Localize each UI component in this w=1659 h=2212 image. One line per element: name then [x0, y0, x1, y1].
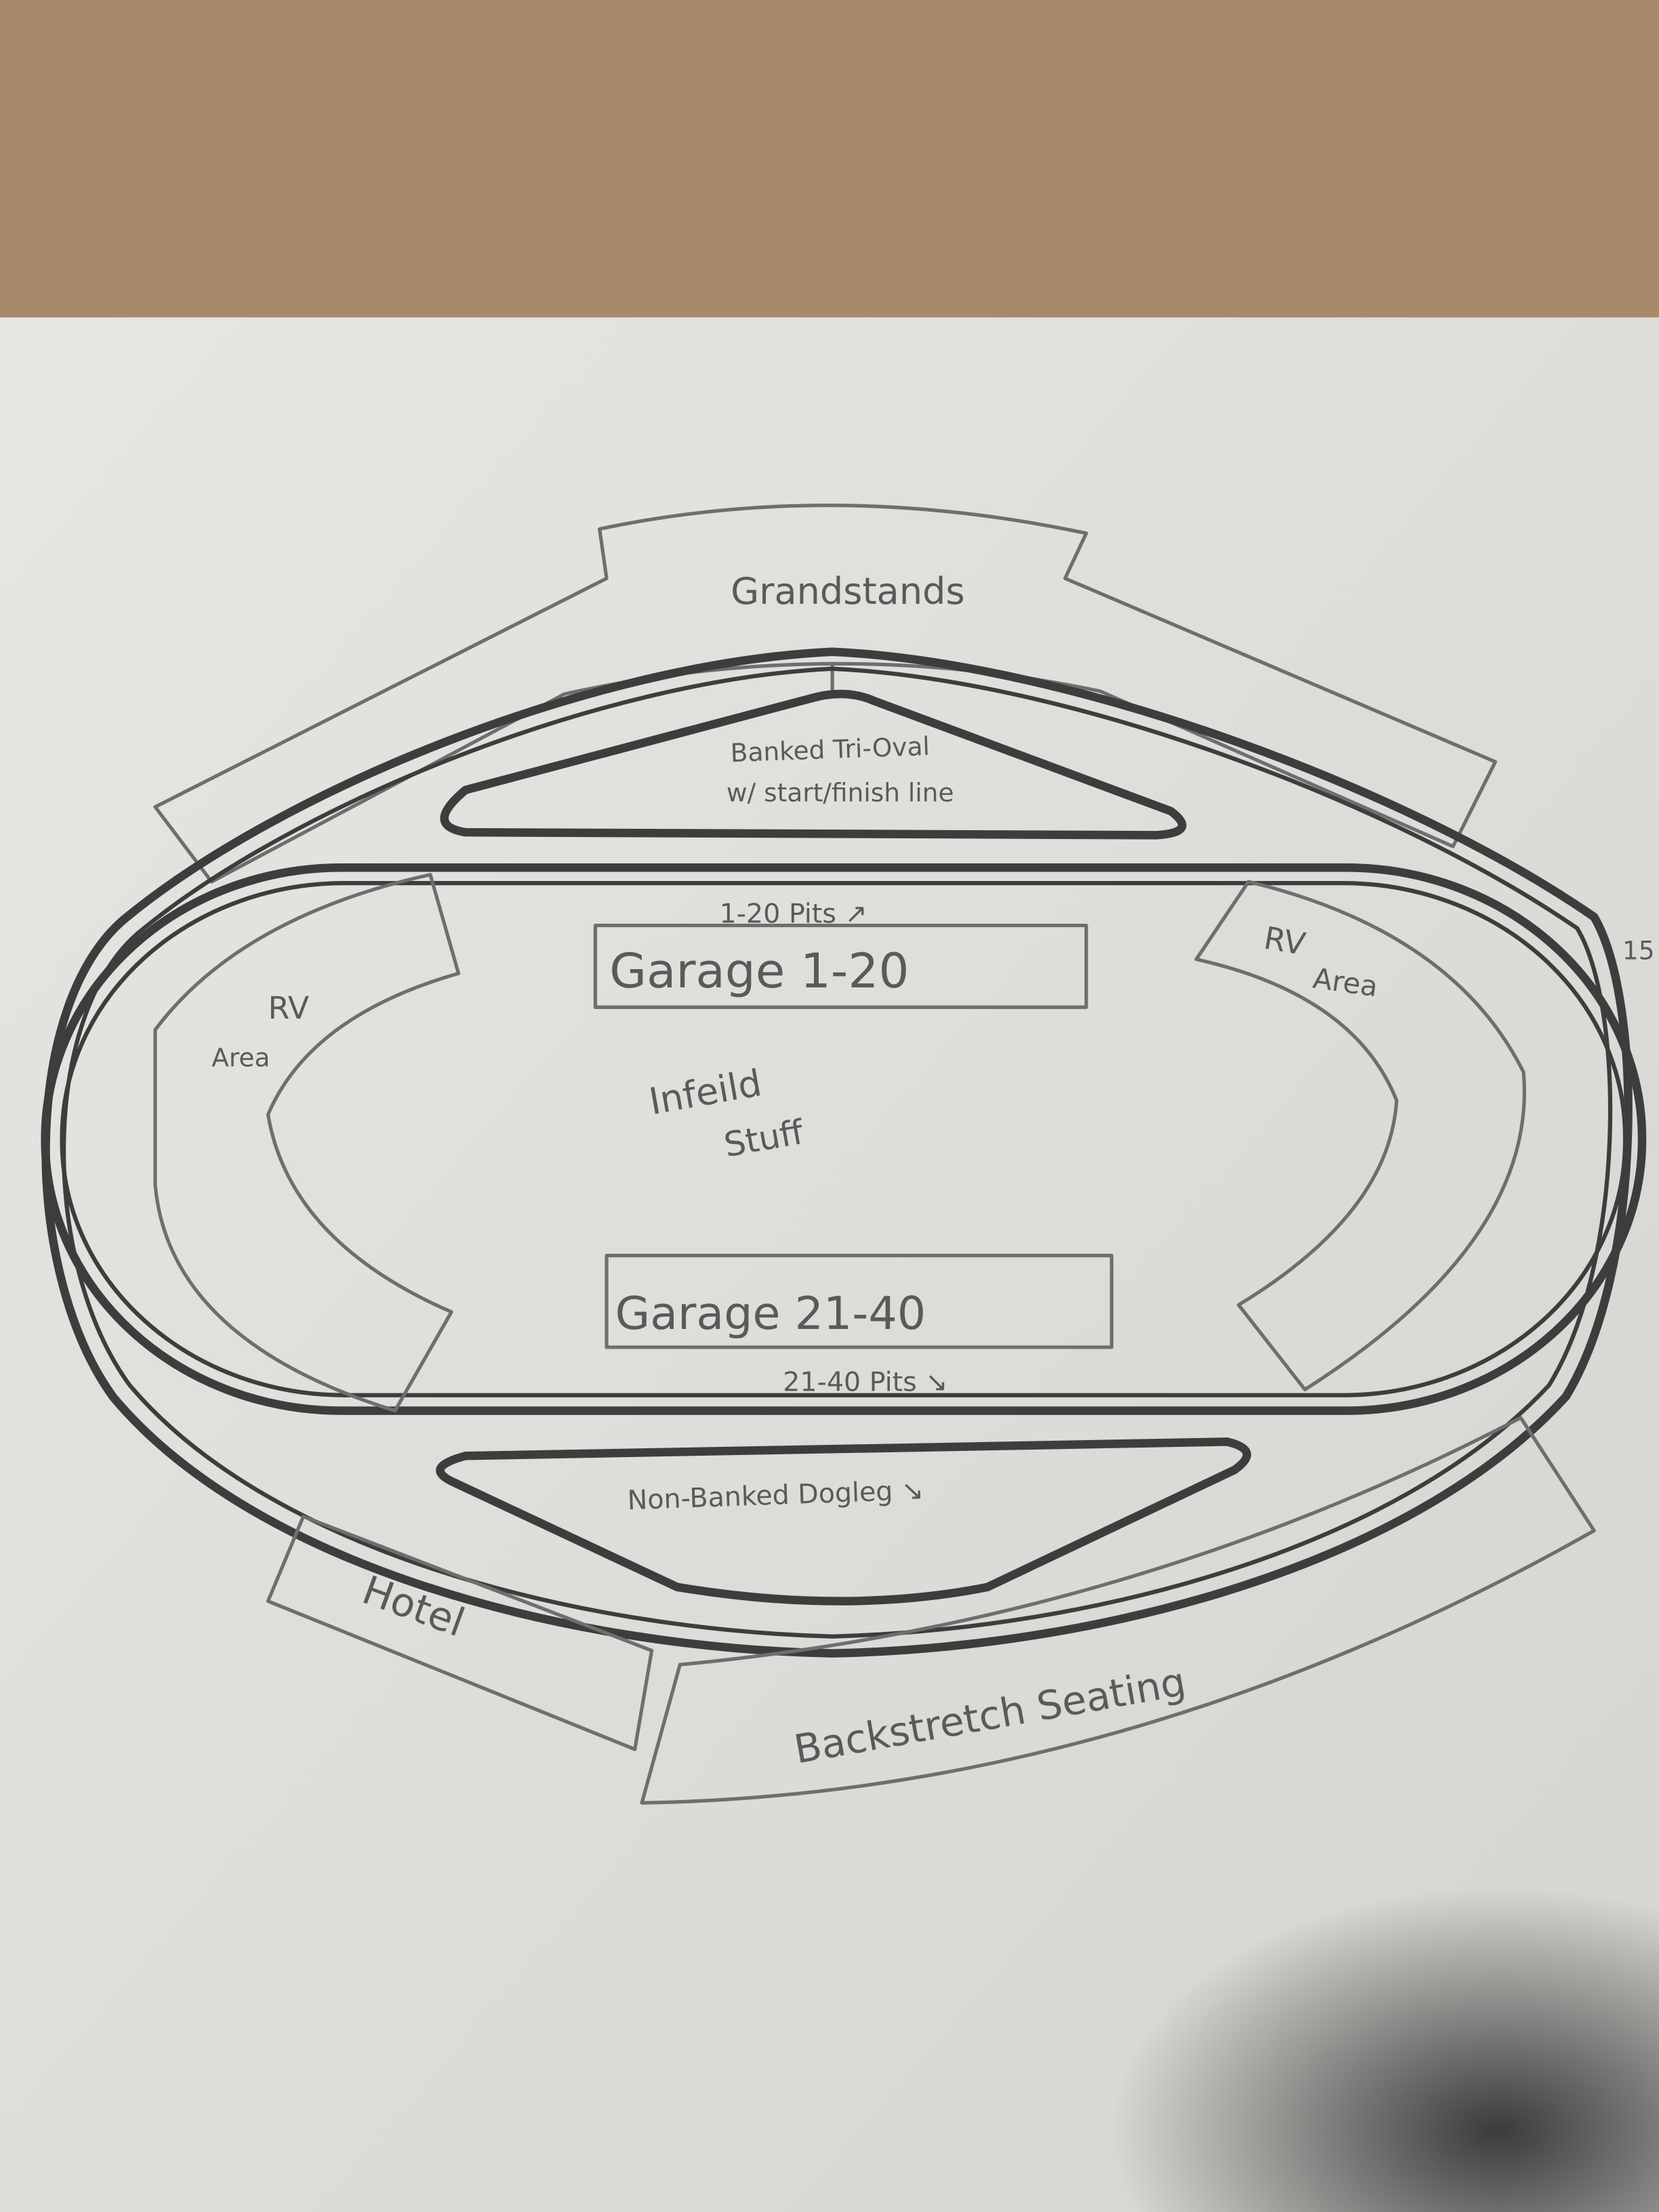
- rv-left-label-2: Area: [211, 1043, 270, 1073]
- edge-number: 15: [1622, 936, 1655, 966]
- rv-area-right: [1194, 880, 1526, 1392]
- garage-21-40-label: Garage 21-40: [615, 1287, 926, 1340]
- grandstands-outline: [153, 504, 1498, 884]
- cardboard-background: [0, 0, 1659, 339]
- rv-right-label-1: RV: [1261, 920, 1308, 963]
- dogleg-island: [436, 1437, 1251, 1605]
- pits-21-40-label: 21-40 Pits ↘: [783, 1366, 947, 1397]
- track-outer-edge-inner-stroke: [61, 666, 1613, 1639]
- rv-area-left: [153, 873, 461, 1413]
- hand-shadow: [1015, 1805, 1659, 2212]
- track-outer-edge: [41, 647, 1633, 1658]
- garage-21-40: [605, 1254, 1113, 1349]
- rv-left-label-1: RV: [268, 989, 310, 1026]
- garage-1-20-label: Garage 1-20: [609, 943, 909, 999]
- backstretch-seating-outline: [640, 1416, 1596, 1805]
- tri-oval-label-line1: Banked Tri-Oval: [730, 731, 930, 768]
- pits-1-20-label: 1-20 Pits ↗: [720, 898, 867, 929]
- infield-boundary: [41, 863, 1647, 1415]
- hotel-outline: [266, 1515, 654, 1751]
- tri-oval-island: [440, 689, 1187, 840]
- grandstands-label: Grandstands: [731, 570, 964, 613]
- infield-boundary-inner: [60, 880, 1628, 1397]
- garage-1-20: [593, 923, 1088, 1009]
- tri-oval-label-line2: w/ start/finish line: [726, 777, 954, 807]
